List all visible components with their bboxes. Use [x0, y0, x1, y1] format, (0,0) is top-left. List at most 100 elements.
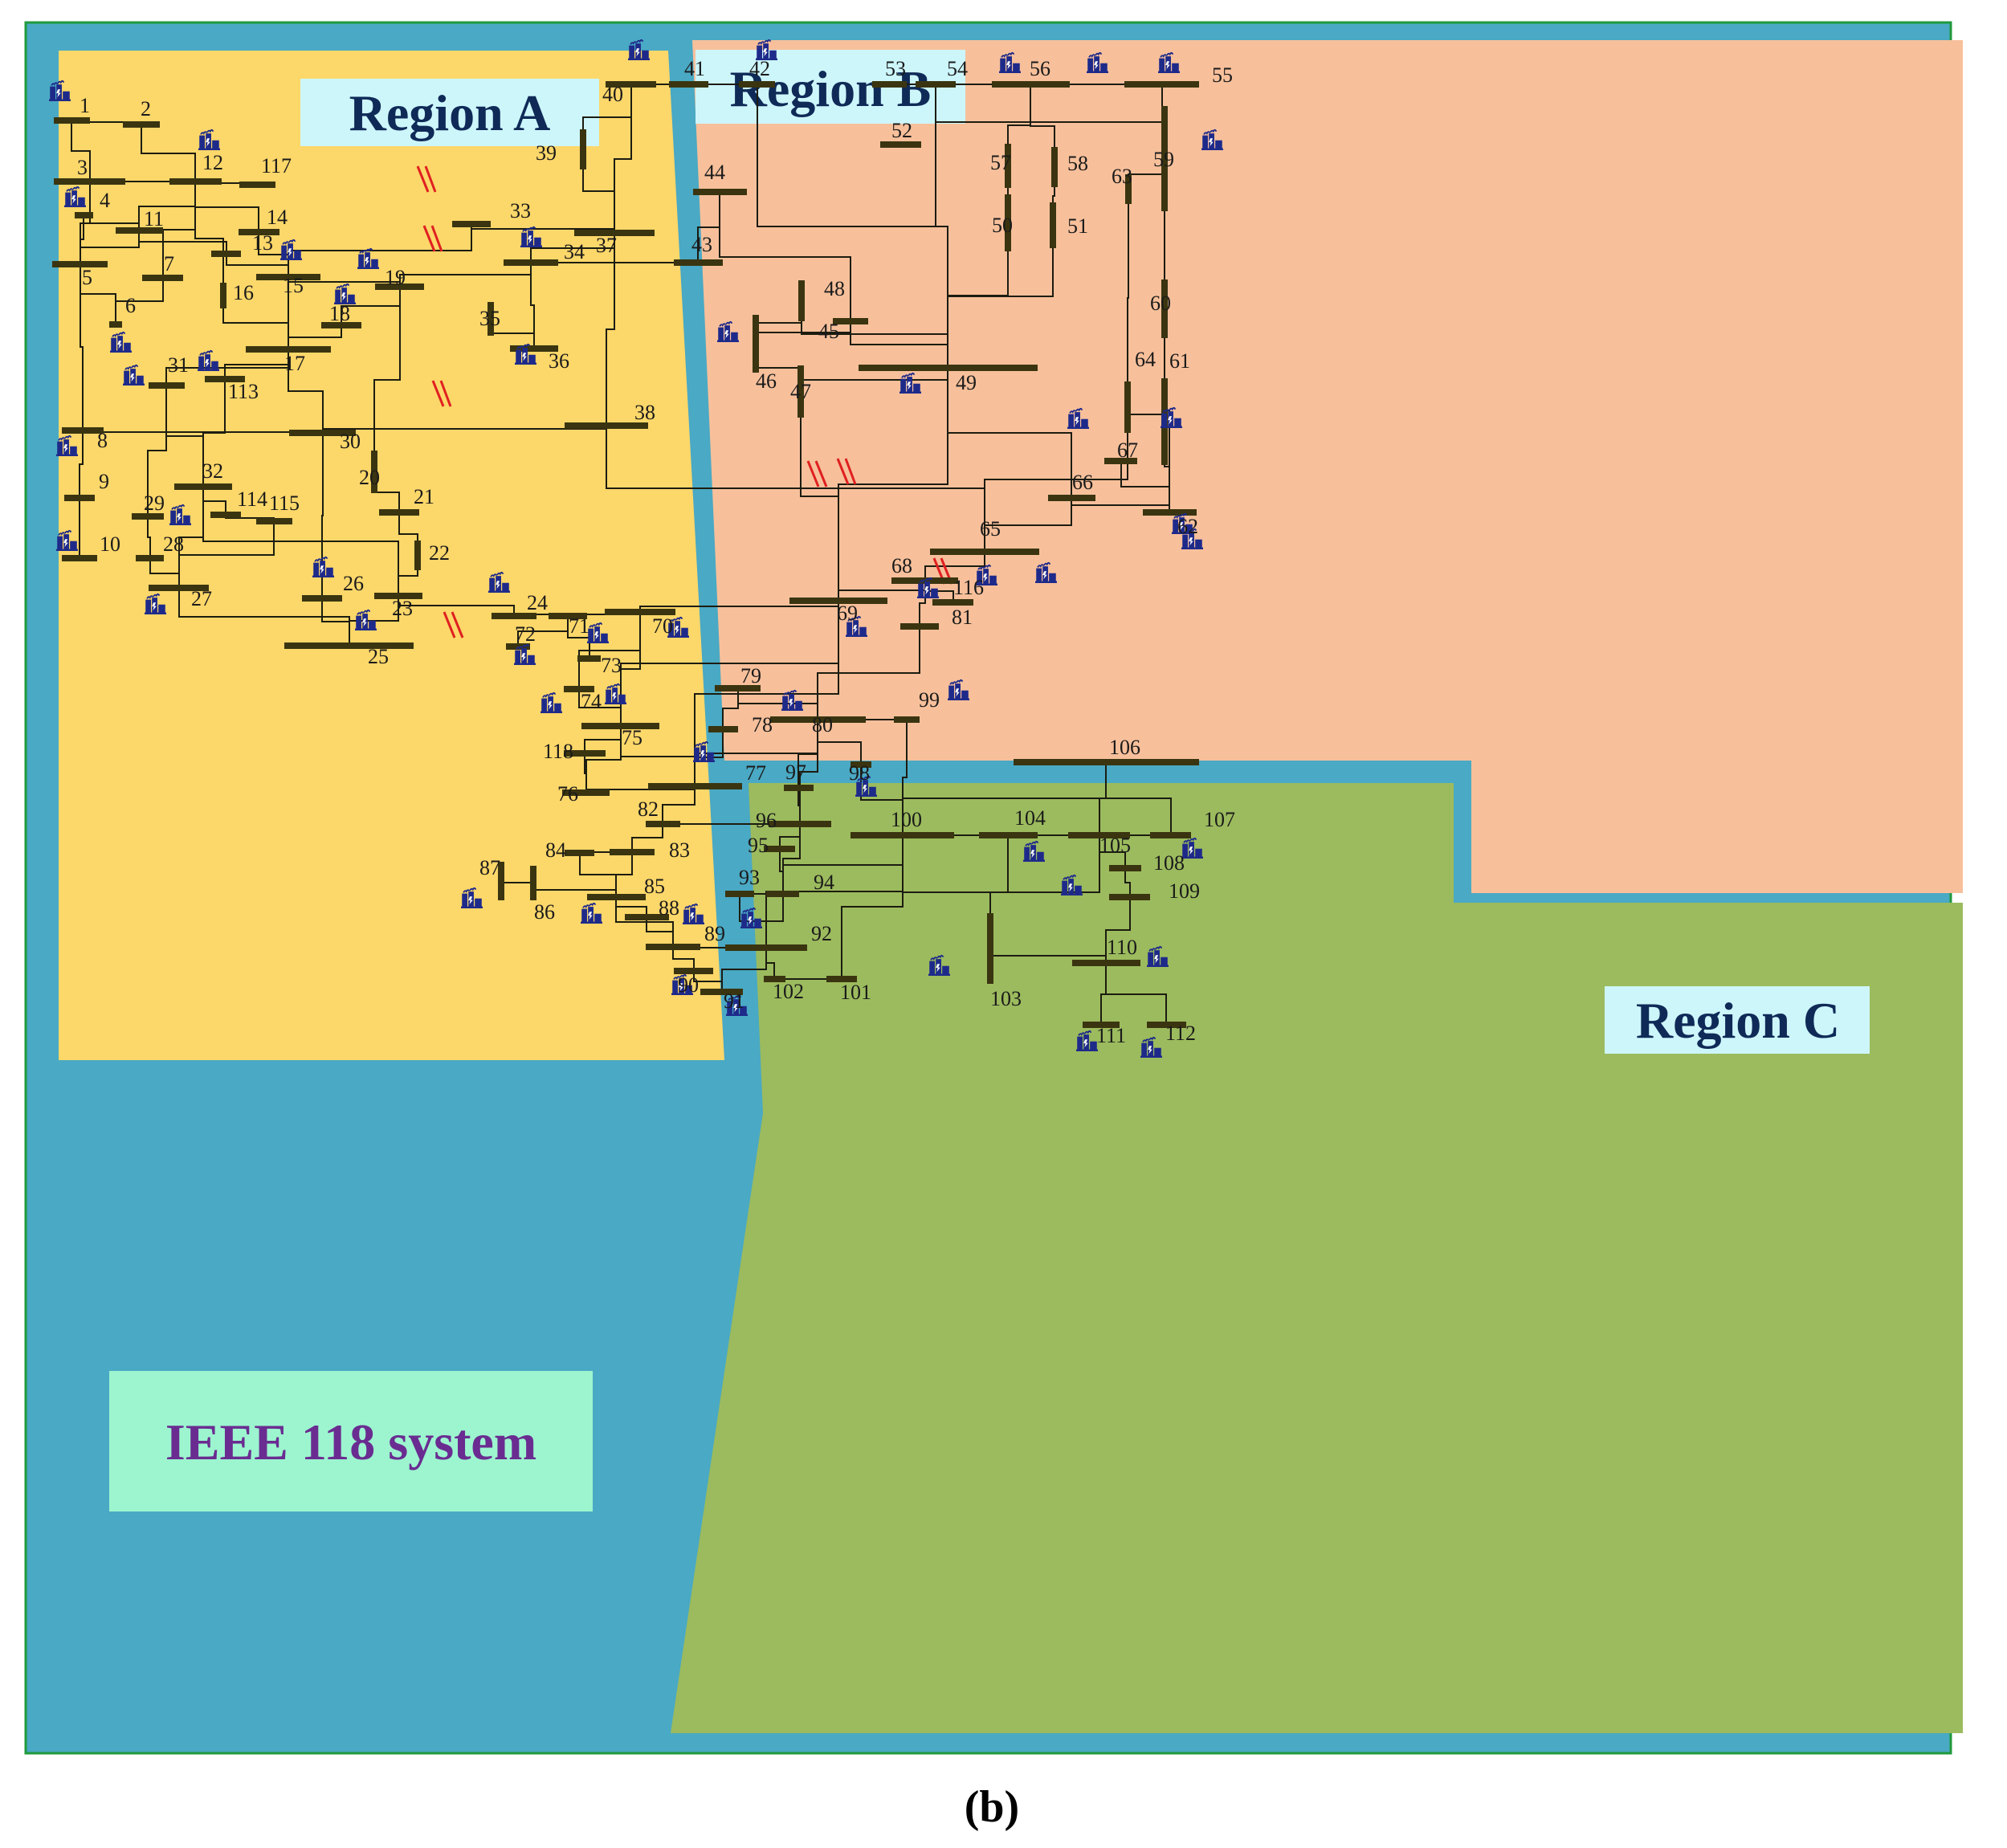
- bus-label-41: 41: [684, 57, 705, 80]
- bus-label-14: 14: [267, 206, 288, 229]
- bus-label-78: 78: [752, 713, 773, 736]
- bus-label-80: 80: [812, 713, 833, 736]
- line-2-12: [141, 124, 196, 182]
- bus-label-39: 39: [536, 141, 557, 165]
- bus-label-49: 49: [956, 371, 977, 394]
- bus-label-93: 93: [739, 866, 760, 889]
- bus-label-109: 109: [1169, 879, 1200, 903]
- line-26-25: [321, 598, 350, 646]
- bus-label-44: 44: [704, 161, 725, 184]
- bus-label-110: 110: [1107, 936, 1137, 959]
- bus-label-6: 6: [125, 294, 136, 317]
- bus-label-77: 77: [745, 761, 766, 785]
- line-44-45: [719, 192, 851, 321]
- bus-label-74: 74: [581, 690, 602, 713]
- buses: [52, 81, 1199, 1028]
- bus-label-61: 61: [1169, 349, 1190, 373]
- bus-label-30: 30: [340, 430, 361, 453]
- region-c-title: Region C: [1636, 992, 1840, 1049]
- bus-label-72: 72: [515, 622, 536, 646]
- bus-label-115: 115: [269, 492, 300, 515]
- bus-label-66: 66: [1072, 471, 1093, 494]
- bus-label-38: 38: [634, 401, 655, 424]
- bus-label-104: 104: [1014, 806, 1046, 830]
- bus-label-37: 37: [596, 234, 617, 257]
- line-8-5: [80, 264, 84, 430]
- bus-label-46: 46: [756, 369, 777, 393]
- bus-label-105: 105: [1099, 834, 1131, 857]
- line-74-75: [578, 689, 622, 726]
- bus-label-92: 92: [811, 922, 832, 945]
- line-15-33: [288, 224, 472, 277]
- bus-label-10: 10: [100, 532, 120, 556]
- bus-label-76: 76: [557, 782, 578, 806]
- line-75-118: [584, 726, 622, 753]
- bus-label-107: 107: [1204, 808, 1235, 831]
- region-b-title: Region B: [730, 60, 932, 117]
- bus-label-63: 63: [1112, 165, 1132, 188]
- bus-label-114: 114: [237, 487, 267, 511]
- bus-label-67: 67: [1117, 439, 1138, 462]
- bus-label-13: 13: [252, 231, 273, 255]
- tie-cut-mark-3: [431, 380, 445, 407]
- line-12-16: [194, 182, 224, 296]
- bus-label-83: 83: [669, 838, 690, 862]
- bus-label-68: 68: [891, 554, 912, 577]
- bus-label-113: 113: [228, 380, 259, 403]
- bus-label-65: 65: [980, 517, 1001, 541]
- line-110-112: [1105, 963, 1167, 1025]
- bus-label-17: 17: [284, 352, 305, 375]
- line-77-82: [662, 786, 696, 824]
- bus-label-89: 89: [704, 922, 725, 945]
- bus-label-24: 24: [527, 591, 548, 614]
- bus-label-40: 40: [602, 83, 623, 106]
- tie-cut-mark-6: [844, 458, 857, 485]
- line-82-83: [631, 824, 663, 852]
- line-65-66: [984, 498, 1072, 552]
- bus-label-98: 98: [849, 761, 870, 785]
- bus-label-23: 23: [392, 597, 413, 620]
- bus-label-1: 1: [80, 94, 90, 117]
- bus-label-75: 75: [622, 726, 642, 749]
- line-95-96: [779, 824, 801, 849]
- bus-label-27: 27: [191, 587, 212, 610]
- line-32-113: [202, 379, 226, 487]
- bus-label-71: 71: [569, 614, 589, 638]
- bus-label-106: 106: [1109, 736, 1140, 759]
- region-c-title-box: [1605, 986, 1870, 1054]
- line-80-81: [817, 626, 920, 720]
- line-105-108: [1099, 835, 1126, 868]
- line-37-38: [606, 233, 615, 426]
- line-88-89: [646, 917, 674, 947]
- bus-label-21: 21: [414, 485, 434, 508]
- bus-label-18: 18: [329, 302, 350, 325]
- bus-label-62: 62: [1177, 515, 1198, 538]
- line-32-114: [202, 487, 226, 515]
- bus-label-29: 29: [144, 492, 165, 515]
- line-26-30: [321, 433, 324, 598]
- bus-label-2: 2: [141, 97, 151, 120]
- figure-caption: (b): [965, 1782, 1019, 1832]
- bus-label-48: 48: [824, 277, 845, 300]
- bus-label-20: 20: [359, 466, 380, 489]
- bus-label-43: 43: [691, 233, 712, 256]
- bus-label-101: 101: [840, 981, 871, 1004]
- line-1-3: [71, 120, 91, 182]
- bus-label-95: 95: [748, 834, 769, 857]
- line-65-68: [924, 552, 985, 581]
- bus-label-54: 54: [947, 57, 968, 80]
- bus-label-84: 84: [545, 838, 566, 862]
- line-64-65: [984, 407, 1128, 552]
- bus-label-103: 103: [990, 987, 1022, 1010]
- bus-label-96: 96: [756, 809, 777, 832]
- region-a-title-box: [300, 79, 599, 146]
- bus-label-100: 100: [891, 808, 922, 831]
- bus-label-25: 25: [368, 645, 389, 668]
- bus-label-55: 55: [1212, 63, 1233, 87]
- bus-label-22: 22: [429, 541, 450, 565]
- line-62-67: [1120, 461, 1170, 512]
- bus-label-88: 88: [659, 896, 679, 920]
- tie-cut-mark-2: [422, 225, 436, 252]
- line-76-118: [584, 753, 587, 793]
